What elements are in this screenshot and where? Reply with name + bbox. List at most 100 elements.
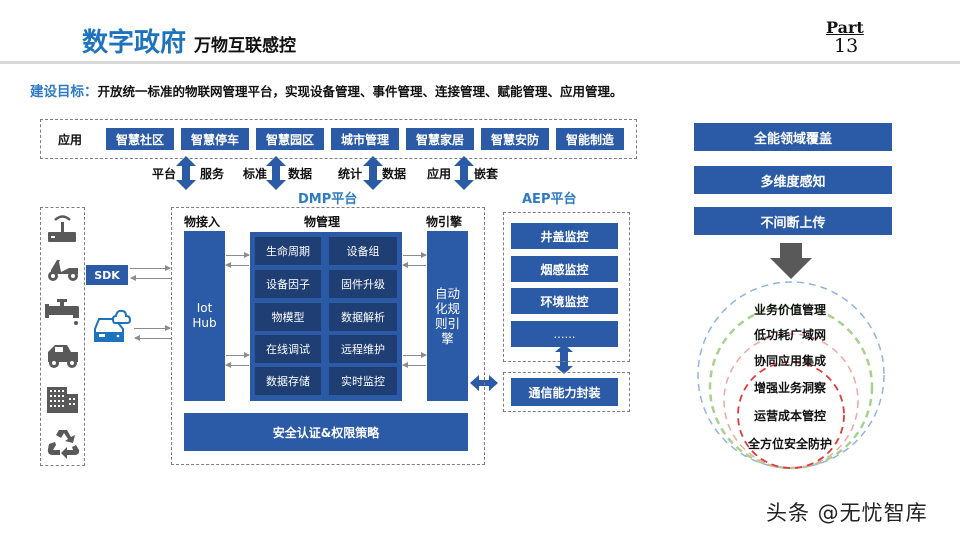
connector-label: 嵌套 [474,167,499,181]
app-smart-security: 智慧安防 [481,128,549,150]
data-flow-arrow [402,362,426,368]
scooter-icon [48,260,78,281]
goal-label: 建设目标： [30,84,98,100]
data-flow-arrow [225,262,249,268]
ring-label: 运营成本管控 [753,409,826,423]
feature-box: 全能领域覆盖 [694,123,892,151]
connector-label: 服务 [200,167,225,181]
connector-label: 平台 [152,167,177,181]
app-smart-community: 智慧社区 [106,128,174,150]
feature-box: 多维度感知 [694,166,892,194]
double-arrow-icon [555,344,573,374]
aep-item-environment: 环境监控 [511,288,618,314]
communication-capability-box: 通信能力封装 [511,378,618,406]
ring-inner [737,361,845,469]
goal-text: 开放统一标准的物联网管理平台，实现设备管理、事件管理、连接管理、赋能管理、应用管… [97,84,623,99]
management-cell: 生命周期 [255,237,321,265]
double-arrow-icon [363,156,383,190]
aep-platform [503,212,630,362]
ring-second [708,304,874,470]
management-cell: 数据解析 [329,303,397,331]
iot-hub-label: Hub [192,316,217,330]
management-cell: 远程维护 [329,335,397,363]
feature-box: 不间断上传 [694,207,892,235]
recycle-icon [47,430,80,459]
engine-title: 物引擎 [426,215,463,229]
management-cell: 设备组 [329,237,397,265]
iot-hub-box: Iot Hub [184,231,225,401]
management-cell: 物模型 [255,303,321,331]
data-flow-arrow [403,252,427,258]
connector-label: 统计 [338,167,363,181]
data-flow-arrow [403,352,427,358]
connector-label: 数据 [382,167,407,181]
connector-label: 标准 [243,167,268,181]
app-smart-manufacturing: 智能制造 [556,128,624,150]
aep-item-more: …… [511,321,618,347]
iot-hub-label: Iot [196,301,213,315]
ring-label: 增强业务洞察 [753,381,826,395]
app-smart-park: 智慧园区 [256,128,324,150]
aep-item-smoke: 烟感监控 [511,256,618,282]
faucet-icon [45,299,79,325]
data-flow-arrow [226,352,250,358]
router-icon [48,215,76,242]
ring-outer [697,281,885,469]
double-arrow-icon [176,156,196,190]
part-number: 13 [834,35,859,57]
watermark: 头条 @无忧智库 [766,501,928,525]
app-city-management: 城市管理 [331,128,399,150]
aep-item-manhole: 井盖监控 [511,223,618,249]
rule-engine-label: 化规 [434,301,460,316]
management-cell: 在线调试 [255,335,321,363]
app-smart-parking: 智慧停车 [181,128,249,150]
dmp-platform-title: DMP平台 [298,192,358,207]
cloud-gateway-icon [94,309,132,342]
ring-label: 低功耗广域网 [753,328,826,342]
rule-engine-label: 则引 [434,316,460,331]
ring-label: 协同应用集成 [753,354,826,368]
data-flow-arrow [134,335,171,341]
rule-engine-box: 自动 化规 则引 擎 [427,231,468,401]
connector-label: 数据 [288,167,313,181]
part-label: Part [826,18,864,37]
data-flow-arrow [130,275,171,281]
feature-rings [697,281,885,470]
access-title: 物接入 [184,215,221,229]
data-flow-arrow [402,262,426,268]
aep-platform-title: AEP平台 [522,192,577,207]
application-layer [40,119,637,159]
data-flow-arrow [226,252,250,258]
goal-statement: 建设目标：开放统一标准的物联网管理平台，实现设备管理、事件管理、连接管理、赋能管… [30,80,623,100]
connector-label: 应用 [427,167,452,181]
management-cell: 设备因子 [255,270,321,298]
double-arrow-icon [266,156,286,190]
car-icon [48,345,78,368]
data-flow-arrow [130,265,171,271]
ring-third [723,333,859,469]
page-title-highlight: 数字政府 [82,28,187,58]
management-cell: 固件升级 [329,270,397,298]
page-title: 万物互联感控 [194,36,296,56]
management-cell: 数据存储 [255,367,321,395]
rule-engine-label: 擎 [441,331,454,346]
rule-engine-label: 自动 [434,286,460,301]
security-policy-box: 安全认证&权限策略 [184,413,468,451]
data-flow-arrow [134,325,171,331]
data-flow-arrow [225,362,249,368]
building-icon [47,387,78,413]
application-layer-label: 应用 [58,133,83,147]
double-arrow-icon [454,156,474,190]
management-cell: 实时监控 [329,367,397,395]
ring-label: 全方位安全防护 [747,437,832,451]
device-column [40,207,85,466]
management-title: 物管理 [304,215,341,229]
header-divider [0,61,960,64]
communication-layer [503,372,630,412]
app-smart-home: 智慧家居 [406,128,474,150]
down-arrow-icon [770,243,812,279]
ring-label: 业务价值管理 [753,303,826,317]
dmp-platform [171,207,485,465]
device-icons [45,215,80,459]
